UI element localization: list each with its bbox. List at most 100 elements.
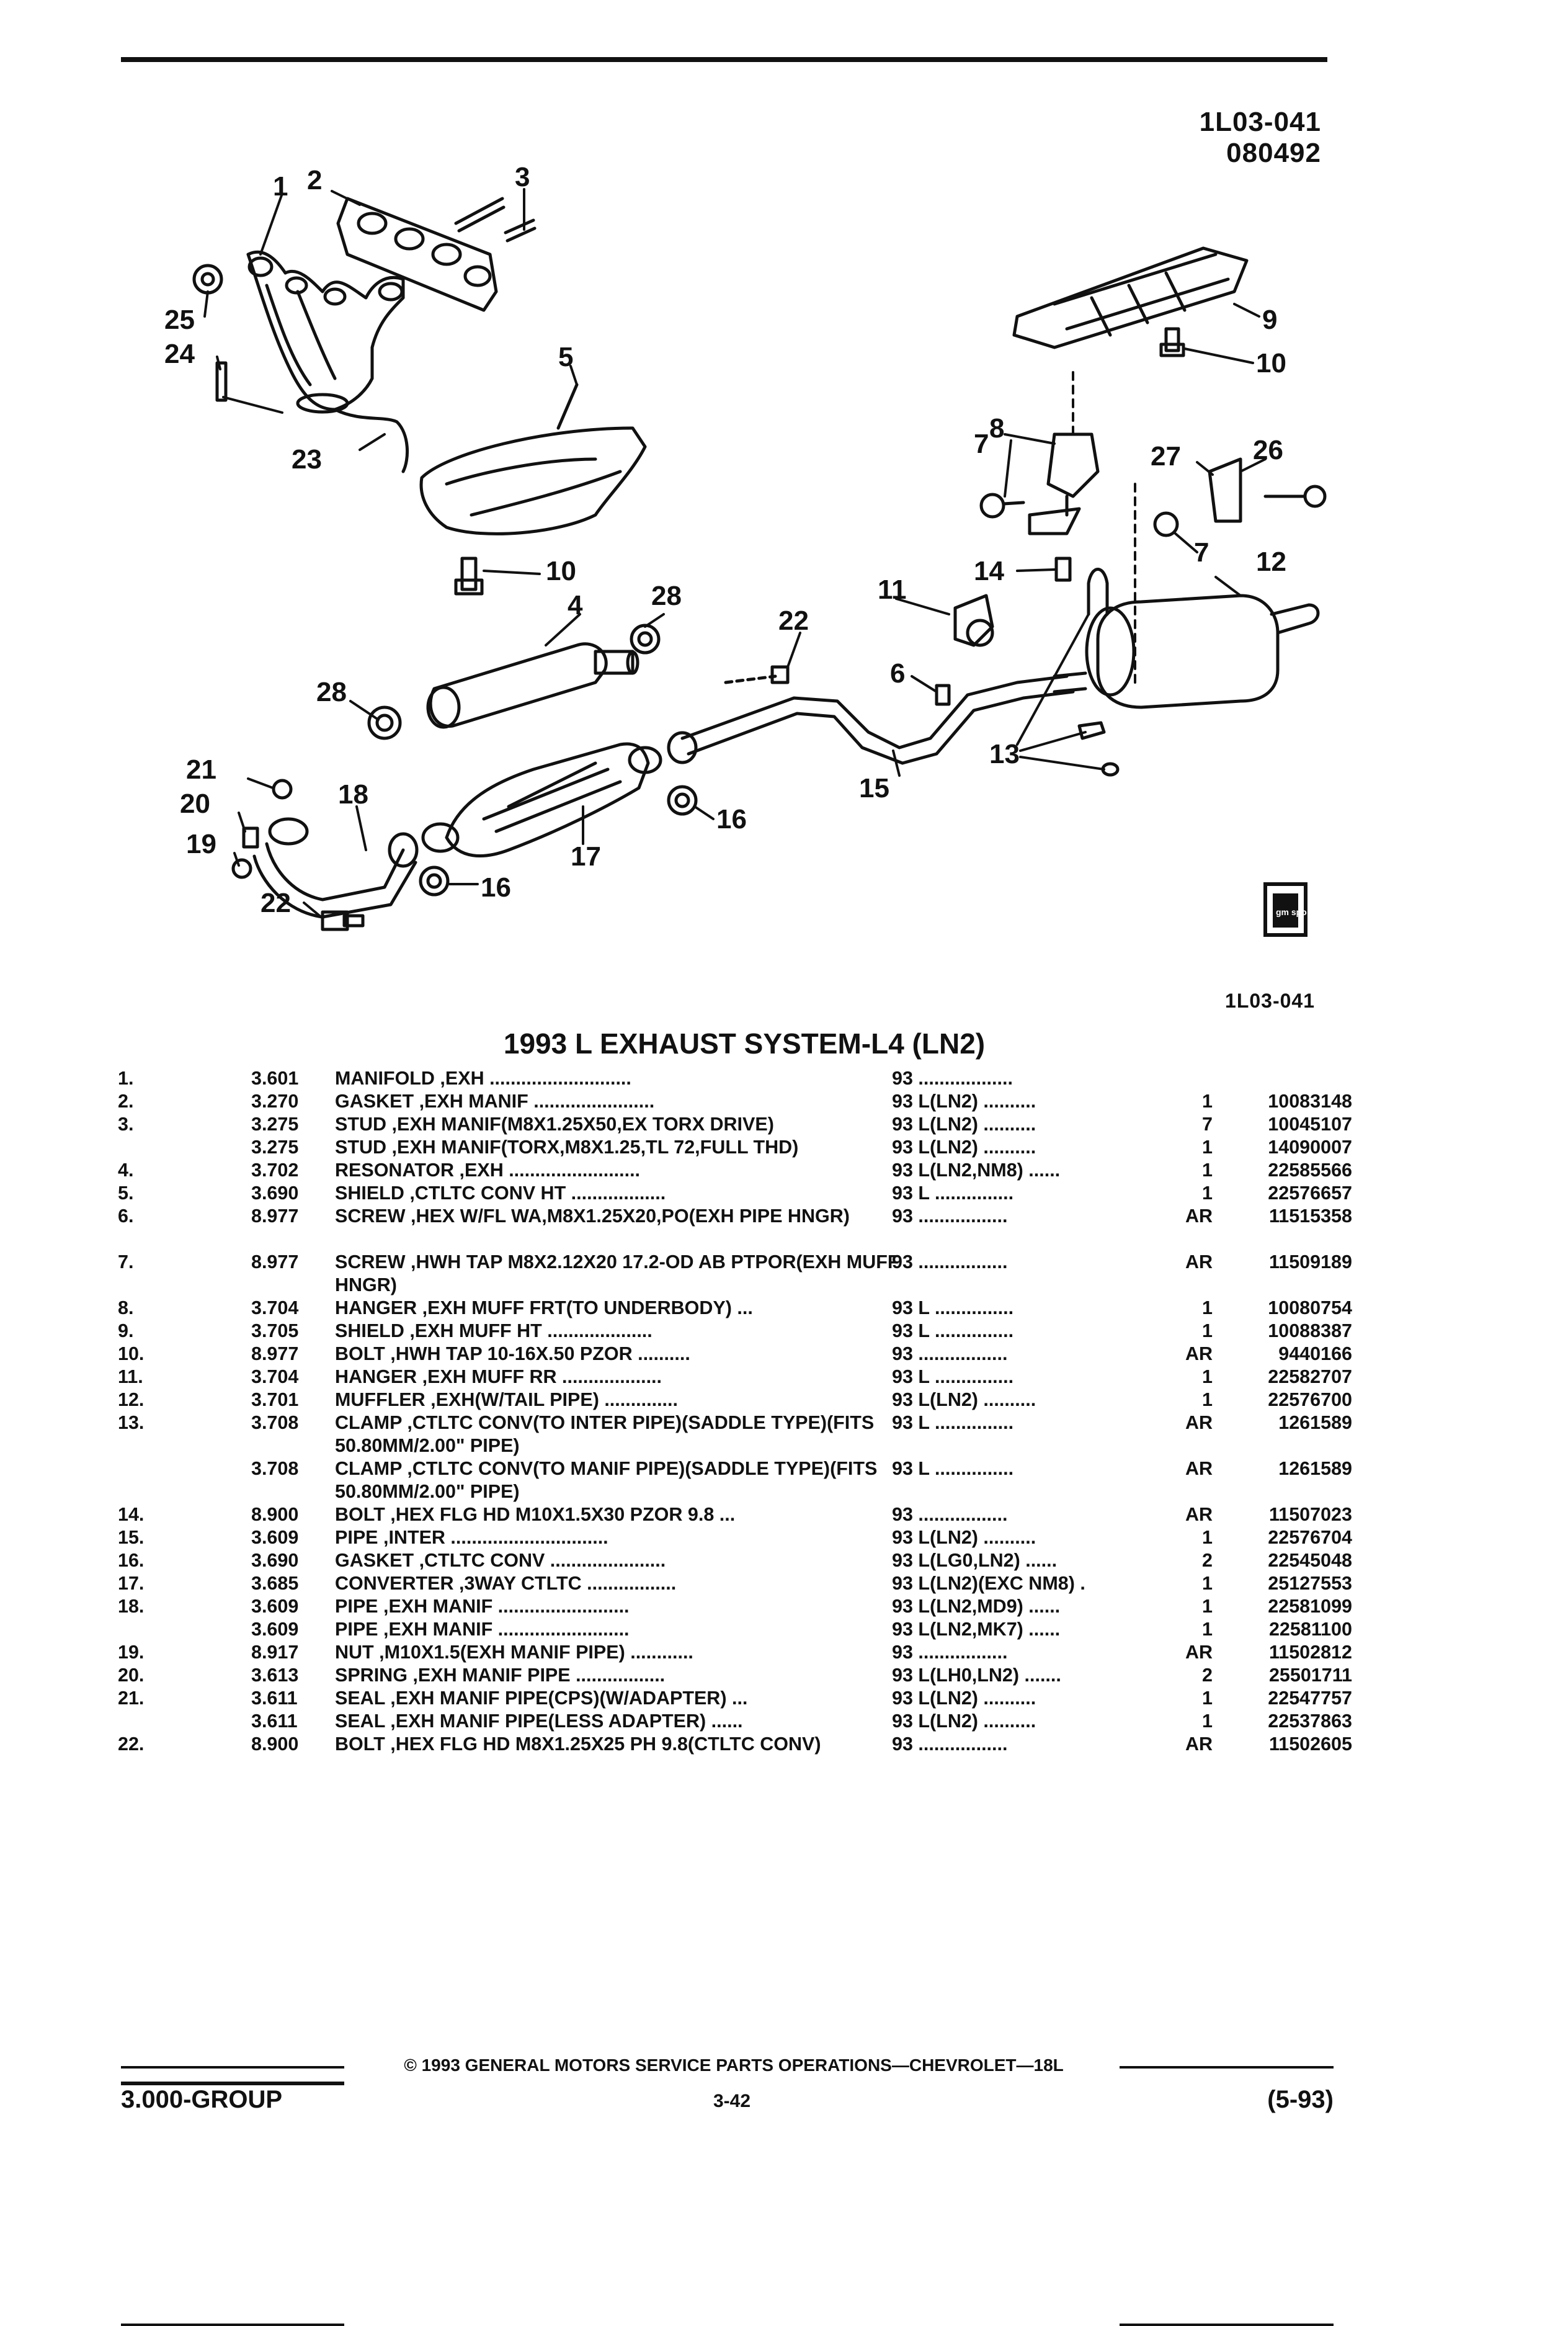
quantity: 2 (1202, 1665, 1213, 1686)
group-number: 3.275 (251, 1114, 299, 1135)
screw-7-part (1153, 511, 1179, 537)
footer-lines-left (121, 2324, 344, 2326)
part-number: 25501711 (1268, 1665, 1352, 1686)
callout-13: 13 (989, 739, 1020, 769)
model-usage: 93 L ............... (892, 1320, 1014, 1341)
nut-25-part (192, 264, 223, 295)
model-usage: 93 L(LN2)(EXC NM8) . (892, 1573, 1085, 1594)
part-number: 22581099 (1268, 1596, 1352, 1617)
callout-28: 28 (651, 581, 682, 611)
part-description: GASKET ,EXH MANIF ......................… (335, 1091, 655, 1112)
muffler-part (1053, 594, 1320, 709)
part-description: BOLT ,HEX FLG HD M10X1.5X30 PZOR 9.8 ... (335, 1504, 736, 1525)
item-number: 17. (118, 1573, 145, 1594)
group-number: 3.609 (251, 1619, 299, 1640)
part-number: 22576657 (1268, 1183, 1352, 1204)
part-number: 22537863 (1268, 1711, 1352, 1732)
callout-3: 3 (515, 162, 530, 192)
part-number: 1261589 (1278, 1458, 1352, 1479)
item-number: 16. (118, 1550, 145, 1571)
quantity: 1 (1202, 1389, 1213, 1410)
model-usage: 93 ................. (892, 1642, 1008, 1663)
callout-22: 22 (778, 606, 809, 636)
callout-9: 9 (1262, 305, 1277, 335)
part-description: SEAL ,EXH MANIF PIPE(CPS)(W/ADAPTER) ... (335, 1688, 748, 1709)
group-number: 3.601 (251, 1068, 299, 1089)
group-number: 8.977 (251, 1205, 299, 1227)
model-usage: 93 ................. (892, 1733, 1008, 1755)
gasket-28-part (367, 705, 402, 740)
part-description: SEAL ,EXH MANIF PIPE(LESS ADAPTER) .....… (335, 1711, 743, 1732)
group-number: 3.704 (251, 1297, 299, 1318)
item-number: 20. (118, 1665, 145, 1686)
item-number: 15. (118, 1527, 145, 1548)
badge-text: gm spo (1276, 907, 1307, 917)
model-usage: 93 L(LN2) .......... (892, 1688, 1036, 1709)
item-number: 22. (118, 1733, 145, 1755)
model-usage: 93 L(LN2,MK7) ...... (892, 1619, 1061, 1640)
gasket-16-part (419, 866, 450, 897)
group-number: 3.702 (251, 1160, 299, 1181)
screw-6-part (935, 684, 951, 706)
part-number: 22545048 (1268, 1550, 1352, 1571)
model-usage: 93 L ............... (892, 1366, 1014, 1387)
part-number: 22585566 (1268, 1160, 1352, 1181)
spring-20-part (242, 826, 259, 849)
part-number: 9440166 (1278, 1343, 1352, 1364)
item-number: 12. (118, 1389, 145, 1410)
item-number: 11. (118, 1366, 143, 1387)
group-number: 8.900 (251, 1504, 299, 1525)
callout-5: 5 (558, 342, 573, 372)
bolt-14-part (1054, 557, 1072, 582)
model-usage: 93 L(LN2) .......... (892, 1527, 1036, 1548)
nut-19-part (231, 858, 252, 879)
quantity: 7 (1202, 1114, 1213, 1135)
converter-heat-shield-part (419, 383, 647, 535)
part-number: 10088387 (1268, 1320, 1352, 1341)
item-number: 13. (118, 1412, 145, 1433)
group-number: 3.705 (251, 1320, 299, 1341)
quantity: AR (1185, 1205, 1213, 1227)
footer-rule-left-visible (121, 2066, 344, 2069)
footer-rule-bottom (121, 2082, 344, 2085)
item-number: 9. (118, 1320, 134, 1341)
quantity: 2 (1202, 1550, 1213, 1571)
model-usage: 93 L(LN2,NM8) ...... (892, 1160, 1061, 1181)
callout-numbers: 1 2 3 4 5 6 7 7 8 9 10 10 11 12 13 14 15… (164, 162, 1286, 918)
model-usage: 93 ................. (892, 1504, 1008, 1525)
quantity: AR (1185, 1343, 1213, 1364)
group-number: 3.701 (251, 1389, 299, 1410)
part-description: STUD ,EXH MANIF(TORX,M8X1.25,TL 72,FULL … (335, 1137, 799, 1158)
catalytic-converter-part (421, 742, 662, 857)
copyright-text: © 1993 GENERAL MOTORS SERVICE PARTS OPER… (404, 2055, 1064, 2075)
bolt-10-part (454, 557, 484, 596)
callout-11: 11 (878, 575, 907, 605)
callout-18: 18 (338, 779, 368, 810)
callout-16: 16 (716, 804, 747, 834)
quantity: AR (1185, 1504, 1213, 1525)
callout-21: 21 (186, 754, 216, 785)
part-description: MANIFOLD ,EXH ..........................… (335, 1068, 631, 1089)
model-usage: 93 L ............... (892, 1412, 1014, 1433)
bolt-26-part (1263, 485, 1327, 508)
item-number: 10. (118, 1343, 145, 1364)
part-description: PIPE ,INTER ............................… (335, 1527, 608, 1548)
callout-2: 2 (307, 165, 322, 195)
front-muffler-hanger-part (1028, 432, 1100, 535)
group-number: 3.611 (251, 1711, 298, 1732)
quantity: 1 (1202, 1688, 1213, 1709)
part-number: 10080754 (1268, 1297, 1352, 1318)
part-number: 11509189 (1268, 1251, 1352, 1273)
quantity: 1 (1202, 1320, 1213, 1341)
top-rule (121, 57, 1327, 62)
group-number: 3.690 (251, 1550, 299, 1571)
